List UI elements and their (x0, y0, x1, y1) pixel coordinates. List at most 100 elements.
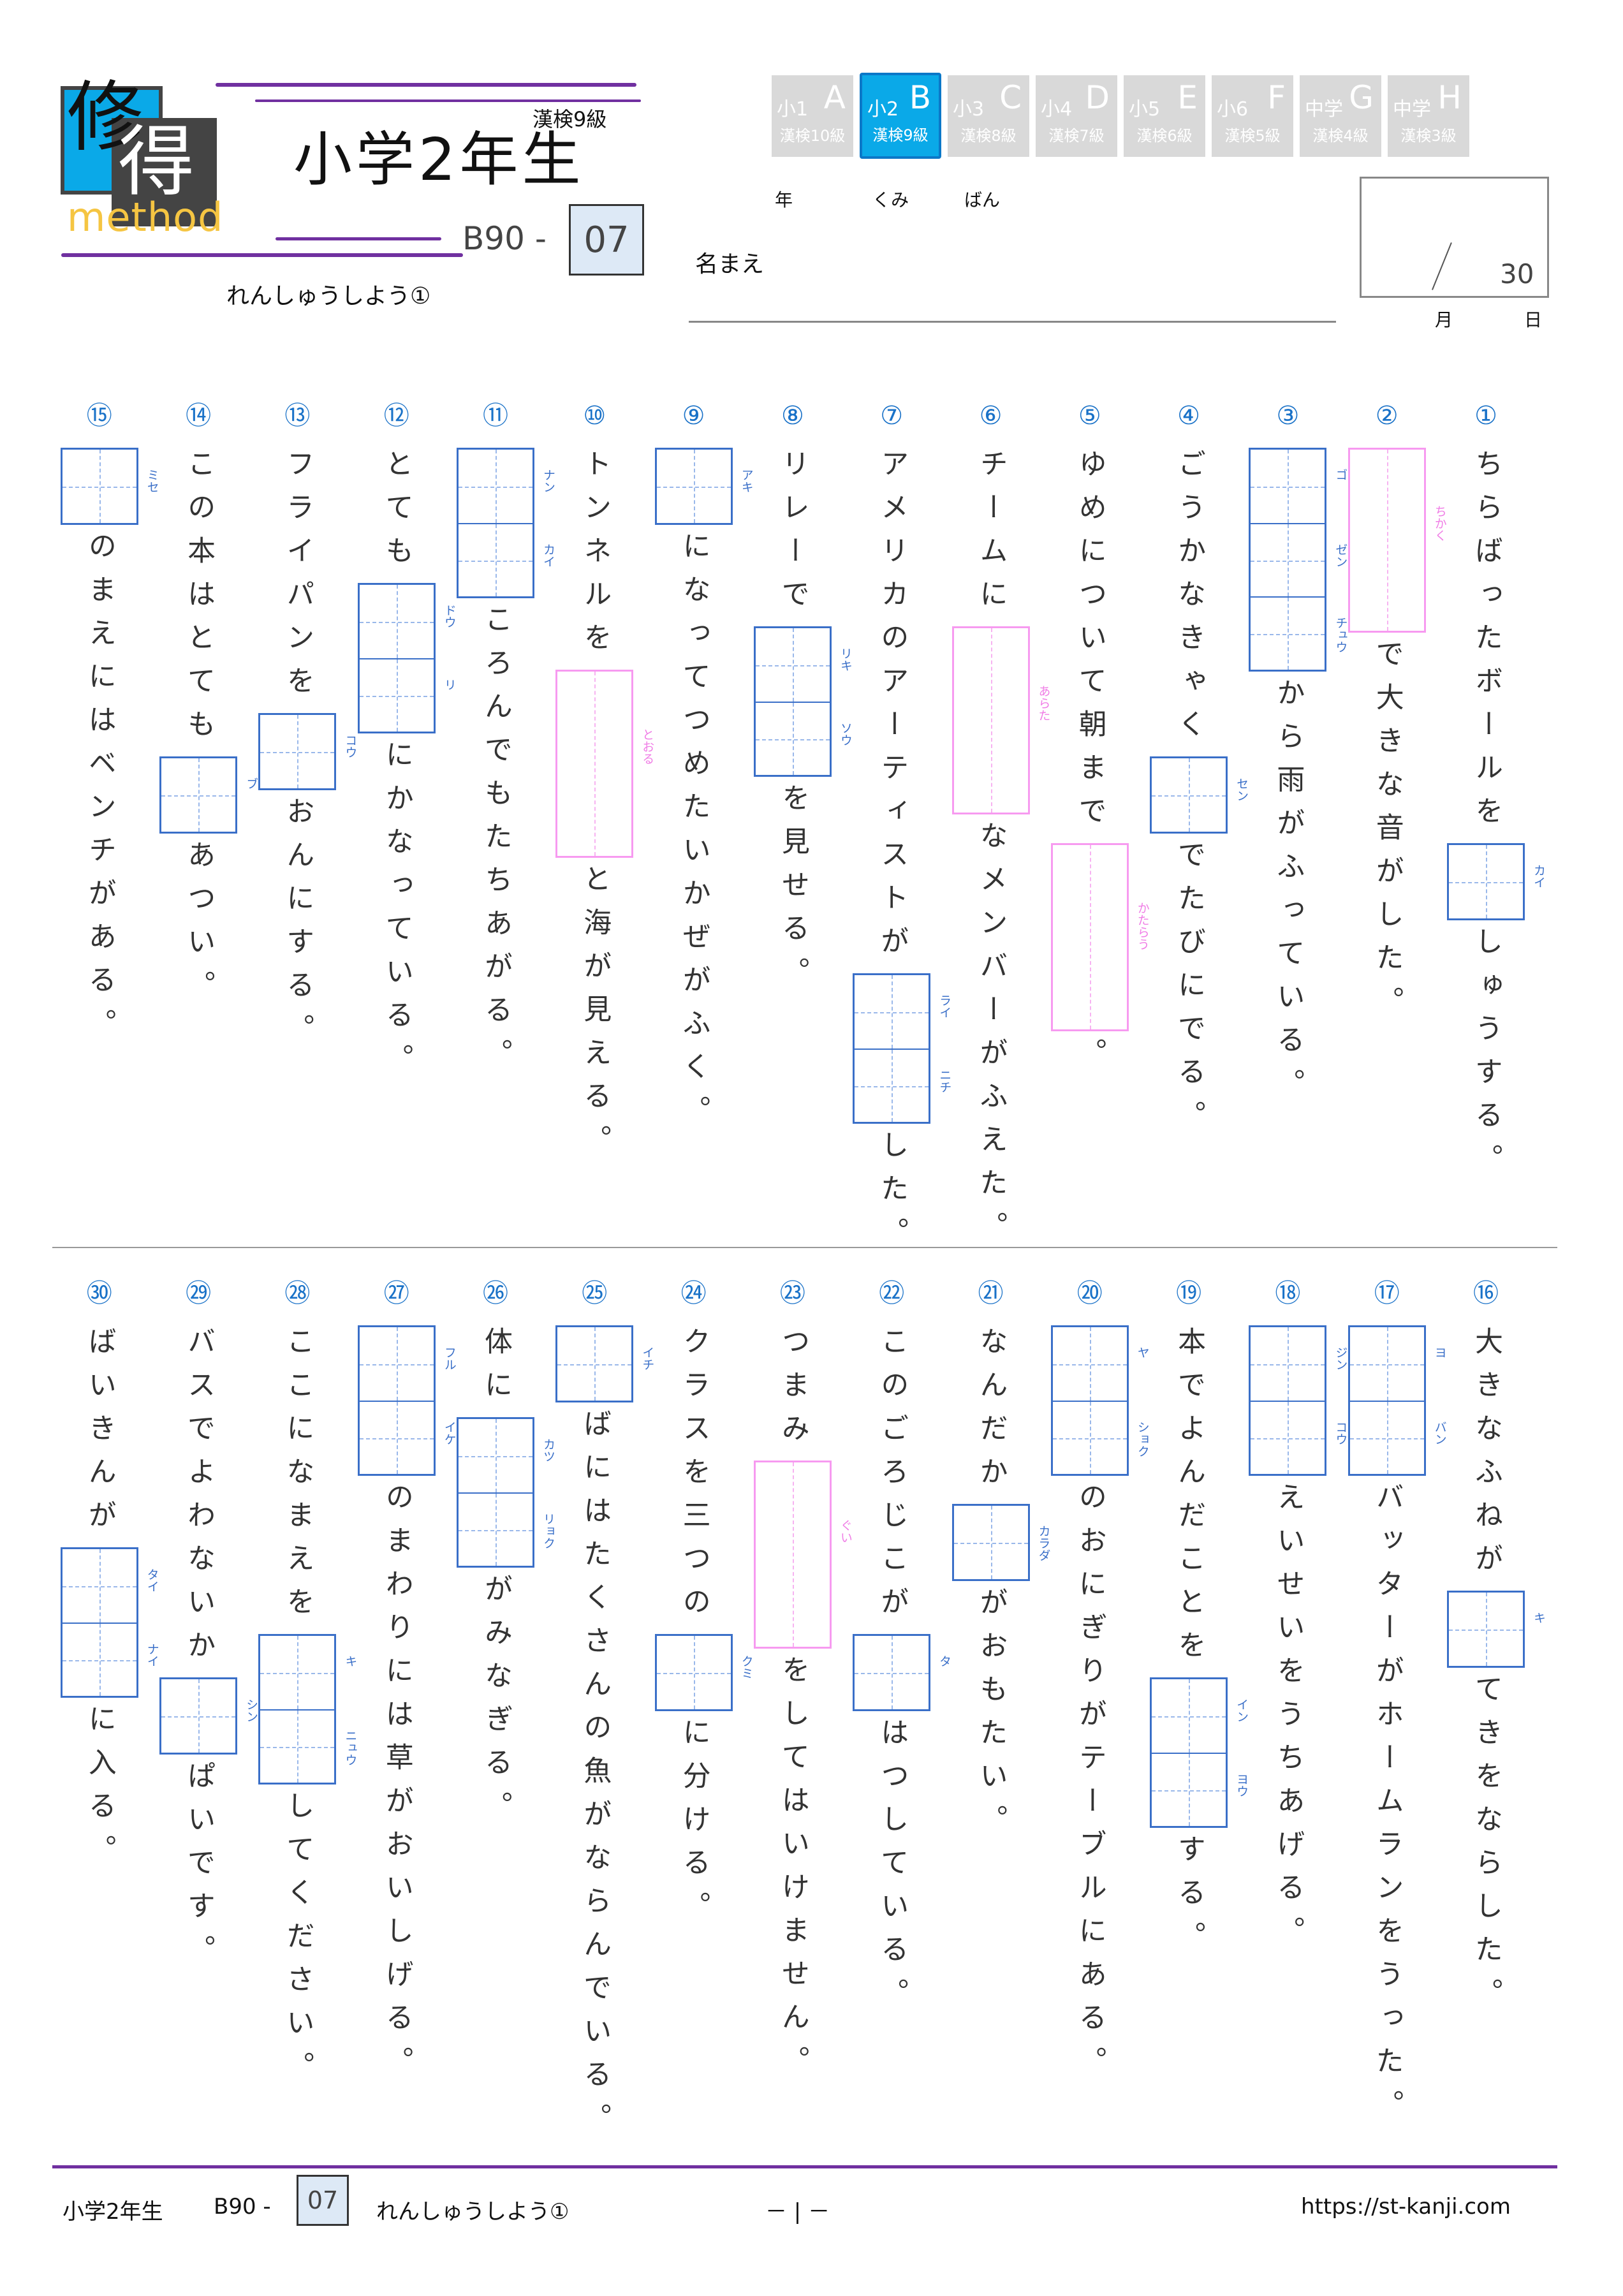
kanji-answer-box[interactable]: シン (159, 1677, 258, 1755)
kanji-cell[interactable]: ナン (459, 450, 555, 523)
kanji-answer-box[interactable]: ミセ (60, 448, 159, 525)
kanji-answer-box[interactable]: フルイケ (357, 1325, 457, 1476)
kanji-cell[interactable]: アキ (656, 450, 754, 523)
kanji-answer-box[interactable]: コウ (258, 713, 357, 790)
kanji-cell[interactable]: シン (161, 1679, 258, 1753)
kanji-cell[interactable]: ニュウ (260, 1709, 357, 1783)
score-box[interactable] (1360, 177, 1549, 298)
kanji-answer-box[interactable]: カラダ (951, 1504, 1051, 1581)
tab-letter: B (909, 79, 931, 116)
tab-letter: H (1437, 79, 1462, 116)
kanji-answer-box[interactable]: カイ (1447, 843, 1546, 920)
kanji-cell[interactable]: イチ (557, 1327, 654, 1401)
sentence-text: ここになまえを (281, 1327, 314, 1630)
kanji-answer-box[interactable]: リキソウ (753, 626, 853, 777)
tab-level: 小2 (867, 98, 899, 121)
kanji-answer-box[interactable]: イチ (555, 1325, 654, 1402)
tab-letter: G (1349, 79, 1374, 116)
kanji-cell[interactable]: バン (1349, 1401, 1447, 1474)
kanji-cell[interactable]: イン (1152, 1679, 1249, 1753)
kanji-cell[interactable]: ソウ (755, 702, 853, 775)
kanji-cell[interactable]: ショク (1052, 1401, 1150, 1474)
kanji-answer-box[interactable]: ライニチ (853, 973, 951, 1124)
kanji-cell[interactable]: ジン (1251, 1327, 1348, 1401)
kanji-answer-box[interactable]: ゴゼンチュウ (1249, 448, 1348, 672)
sentence-text: なメンバーがふえた。 (974, 821, 1008, 1255)
kanji-cell[interactable]: クミ (656, 1636, 754, 1709)
reading-answer-box[interactable]: ちかく (1348, 448, 1447, 633)
kanji-cell[interactable]: リ (359, 658, 457, 732)
kanji-cell[interactable]: ゼン (1251, 523, 1348, 596)
kanji-answer-box[interactable]: キニュウ (258, 1634, 357, 1785)
tab-letter: C (999, 79, 1022, 116)
question-column: ヨバンバッターがホームランをうった。 (1339, 1324, 1447, 2135)
kanji-cell[interactable]: カラダ (953, 1506, 1051, 1579)
kanji-answer-box[interactable]: ヨバン (1348, 1325, 1447, 1476)
kanji-cell[interactable]: ブ (161, 758, 258, 832)
kanji-cell[interactable]: ヨ (1349, 1327, 1447, 1401)
kanji-cell[interactable]: イケ (359, 1401, 457, 1474)
kanji-answer-box[interactable]: インヨウ (1150, 1677, 1249, 1828)
kanji-answer-box[interactable]: ドウリ (357, 583, 457, 733)
kanji-cell[interactable]: コウ (260, 715, 357, 788)
reading-answer-box[interactable]: あらた (951, 626, 1051, 814)
katakana-reading-hint: ニュウ (343, 1730, 358, 1766)
kanji-cell[interactable]: リキ (755, 628, 853, 702)
kanji-answer-box[interactable]: ナンカイ (457, 448, 555, 598)
katakana-reading-hint: タイ (145, 1568, 159, 1593)
kanji-answer-box[interactable]: タイナイ (60, 1547, 159, 1698)
kanji-cell[interactable]: カイ (459, 523, 555, 596)
kanji-cell[interactable]: カイ (1449, 845, 1546, 918)
kanji-answer-box[interactable]: ジンコウ (1249, 1325, 1348, 1476)
site-link[interactable]: https://st-kanji.com (1301, 2194, 1511, 2219)
kanji-answer-box[interactable]: タ (853, 1634, 951, 1711)
kanji-cell[interactable]: リョク (459, 1492, 555, 1566)
kanji-cell[interactable]: ヤ (1052, 1327, 1150, 1401)
kanji-cell[interactable]: ナイ (62, 1623, 159, 1696)
kanji-answer-box[interactable]: カツリョク (457, 1417, 555, 1568)
question-column: バスでよわないかシンぱいです。 (151, 1324, 258, 1980)
tab-kentei: 漢検10級 (779, 127, 846, 145)
kanji-cell[interactable]: ゴ (1251, 450, 1348, 523)
kanji-cell[interactable]: ライ (855, 975, 951, 1049)
kanji-cell[interactable]: チュウ (1251, 596, 1348, 670)
kanji-cell[interactable]: キ (260, 1636, 357, 1709)
kanji-answer-box[interactable]: クミ (654, 1634, 754, 1711)
kanji-answer-box[interactable]: アキ (654, 448, 754, 525)
kanji-cell[interactable]: ニチ (855, 1049, 951, 1122)
reading-answer-box[interactable]: ぐい (753, 1461, 853, 1649)
kanji-answer-box[interactable]: ブ (159, 756, 258, 834)
kanji-cell[interactable]: ドウ (359, 585, 457, 658)
kanji-cell[interactable]: コウ (1251, 1401, 1348, 1474)
kanji-cell[interactable]: タ (855, 1636, 951, 1709)
kanji-cell[interactable]: セン (1152, 758, 1249, 832)
question-number: ⑲ (1176, 1279, 1202, 1308)
kanji-answer-box[interactable]: ヤショク (1050, 1325, 1150, 1476)
kanji-cell[interactable]: タイ (62, 1549, 159, 1623)
kanji-cell[interactable]: フル (359, 1327, 457, 1401)
sentence-text: する。 (1173, 1834, 1206, 1964)
kanji-cell[interactable]: キ (1449, 1593, 1546, 1666)
question-number: ⑧ (781, 401, 804, 430)
kanji-cell[interactable]: ミセ (62, 450, 159, 523)
reading-answer-box[interactable]: かたらう (1050, 843, 1150, 1031)
name-input-line[interactable] (689, 321, 1336, 323)
reading-answer-box[interactable]: とおる (555, 670, 654, 858)
hiragana-reading-hint: あらた (1036, 685, 1051, 721)
kanji-answer-box[interactable]: セン (1150, 756, 1249, 834)
kanji-cell[interactable]: ヨウ (1152, 1753, 1249, 1826)
kanji-answer-box[interactable]: キ (1447, 1591, 1546, 1668)
kanji-cell[interactable]: カツ (459, 1419, 555, 1492)
sentence-text: バスでよわないか (182, 1327, 216, 1674)
sentence-text: ちらばったボールを (1470, 449, 1502, 839)
sentence-text: から雨がふっている。 (1272, 678, 1305, 1112)
